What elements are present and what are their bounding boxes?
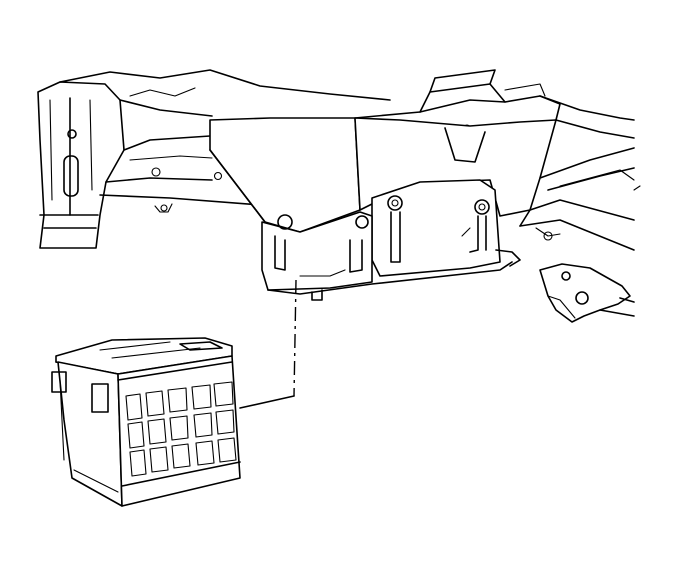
frame-rail-left [37,69,391,249]
underbody-brace [519,95,641,323]
battery-cell-grid [125,381,237,477]
battery-box [51,337,241,507]
battery-tray-bracket [209,69,561,301]
leader-line [239,279,297,409]
